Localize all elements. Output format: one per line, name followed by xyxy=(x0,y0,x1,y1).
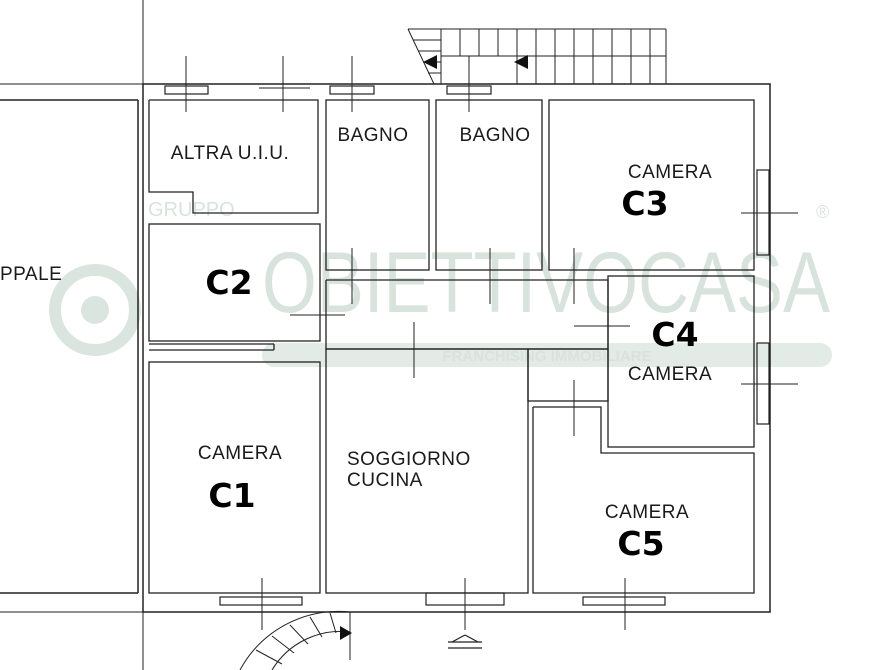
room-label-partial-left: PPALE xyxy=(0,264,62,285)
stairs-arrow-icon xyxy=(423,55,437,69)
watermark-gear-hub xyxy=(81,296,109,324)
room-label-camera-c3: CAMERA xyxy=(628,162,712,183)
watermark-small-text: GRUPPO xyxy=(148,199,235,221)
room-label-soggiorno: SOGGIORNO xyxy=(347,449,471,470)
watermark-gear-icon xyxy=(49,264,141,356)
watermark-registered-mark: ® xyxy=(816,202,829,222)
watermark-brand-text: OBIETTIVOCASA xyxy=(262,235,831,331)
entrance-arrow-icon xyxy=(448,634,482,649)
stairs-bottom-arrow-icon xyxy=(340,626,352,640)
room-label-altra-uiu: ALTRA U.I.U. xyxy=(171,143,290,164)
room-label-bagno-2: BAGNO xyxy=(459,125,530,146)
stairs-arrow-icon-2 xyxy=(514,55,528,69)
watermark-banner-text: FRANCHISING IMMOBILIARE xyxy=(442,348,651,365)
room-label-cucina: CUCINA xyxy=(347,470,423,491)
stairs-top xyxy=(407,28,667,85)
room-code-c2: C2 xyxy=(205,263,252,302)
room-label-camera-c5: CAMERA xyxy=(605,502,689,523)
stairs-bottom xyxy=(239,610,351,670)
room-label-camera-c4: CAMERA xyxy=(628,364,712,385)
interior-walls xyxy=(148,99,755,594)
cross-markers xyxy=(185,56,798,630)
room-code-c4: C4 xyxy=(651,315,698,354)
room-code-c5: C5 xyxy=(617,524,664,563)
room-code-c1: C1 xyxy=(208,476,255,515)
outer-walls xyxy=(0,83,771,613)
room-label-camera-c1: CAMERA xyxy=(198,443,282,464)
room-code-c3: C3 xyxy=(621,184,668,223)
room-label-bagno-1: BAGNO xyxy=(337,125,408,146)
